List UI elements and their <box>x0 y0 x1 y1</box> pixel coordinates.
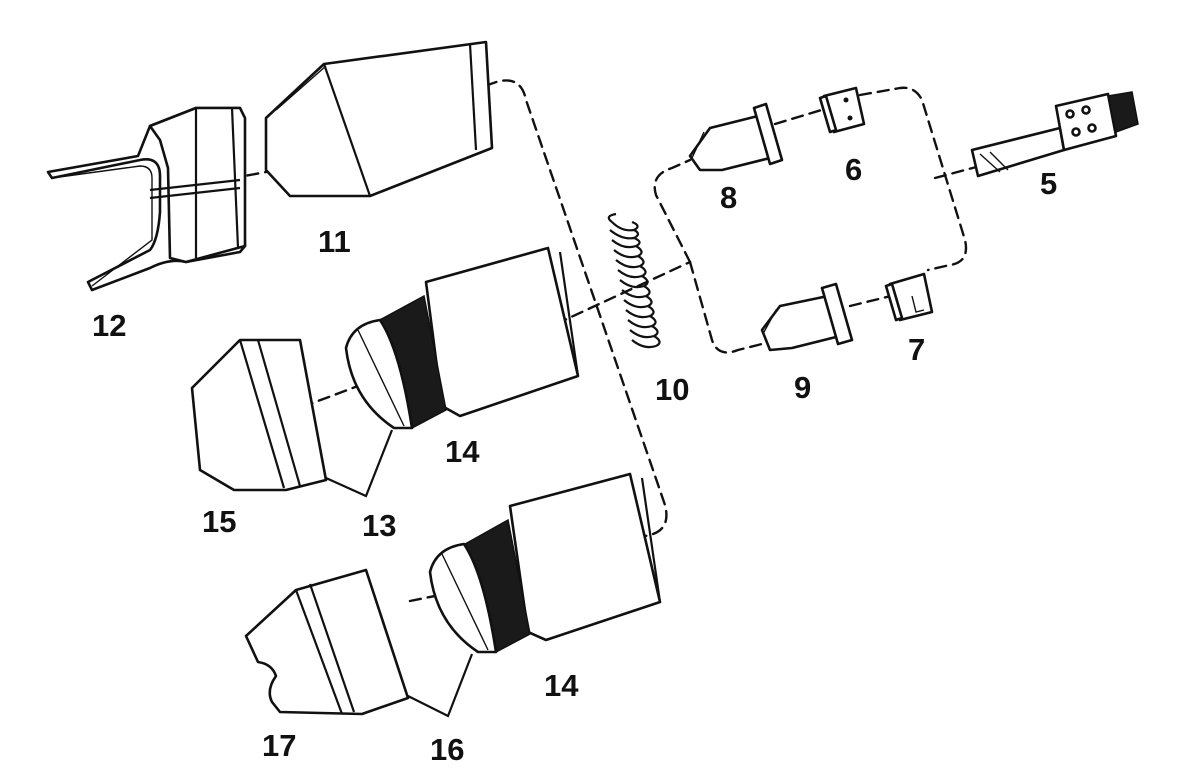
callout-labels: 5 6 7 8 9 10 11 12 13 14 14 15 16 17 <box>92 152 1057 767</box>
part-5-torch-head <box>970 91 1139 178</box>
part-7-clip <box>884 272 934 322</box>
part-11-cap <box>264 40 494 198</box>
part-8-electrode <box>688 102 784 172</box>
callout-15: 15 <box>202 504 236 539</box>
part-14-upper-body <box>344 246 580 430</box>
callout-14-upper: 14 <box>445 434 480 469</box>
callout-13: 13 <box>362 508 396 543</box>
callout-17: 17 <box>262 728 296 763</box>
leader-13 <box>325 429 394 498</box>
callout-5: 5 <box>1040 166 1057 201</box>
part-15-block <box>190 338 328 492</box>
part-12-fork <box>46 106 247 292</box>
callout-16: 16 <box>430 732 464 767</box>
callout-14-lower: 14 <box>544 668 579 703</box>
callout-9: 9 <box>794 370 811 405</box>
part-14-lower-body <box>428 472 662 654</box>
part-9-electrode <box>760 282 854 352</box>
assembly-dashed-lines <box>210 79 982 603</box>
callout-10: 10 <box>655 372 689 407</box>
callout-8: 8 <box>720 180 737 215</box>
callout-6: 6 <box>845 152 862 187</box>
callout-11: 11 <box>318 224 351 259</box>
part-6-clip <box>818 86 866 134</box>
callout-7: 7 <box>908 332 925 367</box>
leader-16 <box>407 653 474 718</box>
callout-12: 12 <box>92 308 126 343</box>
part-17-block <box>244 568 410 716</box>
part-10-spring <box>607 212 661 349</box>
